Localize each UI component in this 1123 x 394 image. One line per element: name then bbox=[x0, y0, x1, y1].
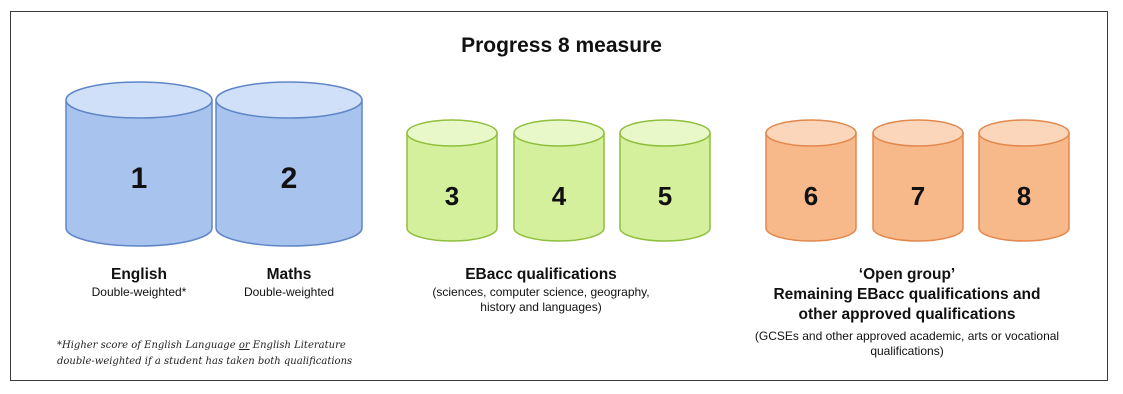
bucket-5-top bbox=[619, 119, 711, 147]
open-group-label: ‘Open group’ Remaining EBacc qualificati… bbox=[707, 265, 1107, 359]
ebacc-label: EBacc qualifications (sciences, computer… bbox=[397, 265, 685, 315]
bucket-1-body bbox=[65, 99, 213, 247]
ebacc-sub-line1: (sciences, computer science, geography, bbox=[432, 285, 650, 299]
bucket-4-number: 4 bbox=[552, 181, 567, 211]
bucket-7: 7 bbox=[872, 119, 964, 242]
footnote: *Higher score of English Language or Eng… bbox=[57, 338, 352, 370]
bucket-8-number: 8 bbox=[1017, 181, 1031, 211]
open-heading-line1: ‘Open group’ bbox=[858, 266, 956, 283]
bucket-2-body bbox=[215, 99, 363, 247]
bucket-6-body bbox=[765, 132, 857, 242]
bucket-7-body bbox=[872, 132, 964, 242]
bucket-5-number: 5 bbox=[658, 181, 672, 211]
maths-sub: Double-weighted bbox=[243, 285, 335, 299]
bucket-2: 2 bbox=[215, 81, 363, 247]
footnote-part1: *Higher score of English Language bbox=[57, 340, 239, 351]
bucket-8-body bbox=[978, 132, 1070, 242]
bucket-1-number: 1 bbox=[131, 162, 148, 195]
english-label: English Double-weighted* bbox=[66, 265, 212, 300]
footnote-line1: *Higher score of English Language or Eng… bbox=[57, 338, 352, 354]
english-sub: Double-weighted* bbox=[91, 285, 187, 299]
bucket-2-top bbox=[215, 81, 363, 119]
bucket-4-body bbox=[513, 132, 605, 242]
bucket-3-number: 3 bbox=[445, 181, 459, 211]
bucket-4-top bbox=[513, 119, 605, 147]
maths-label: Maths Double-weighted bbox=[216, 265, 362, 300]
bucket-3-top bbox=[406, 119, 498, 147]
bucket-1-top bbox=[65, 81, 213, 119]
english-heading: English bbox=[111, 266, 167, 283]
bucket-8-top bbox=[978, 119, 1070, 147]
bucket-7-number: 7 bbox=[911, 181, 925, 211]
bucket-3-body bbox=[406, 132, 498, 242]
bucket-6-number: 6 bbox=[804, 181, 818, 211]
footnote-line2: double-weighted if a student has taken b… bbox=[57, 356, 353, 367]
bucket-8: 8 bbox=[978, 119, 1070, 242]
ebacc-sub-line2: history and languages) bbox=[480, 300, 602, 314]
bucket-4: 4 bbox=[513, 119, 605, 242]
open-sub-line1: (GCSEs and other approved academic, arts… bbox=[754, 329, 1060, 343]
open-sub-line2: qualifications) bbox=[870, 344, 944, 358]
bucket-3: 3 bbox=[406, 119, 498, 242]
bucket-2-number: 2 bbox=[281, 162, 298, 195]
bucket-5: 5 bbox=[619, 119, 711, 242]
ebacc-heading: EBacc qualifications bbox=[465, 266, 617, 283]
maths-heading: Maths bbox=[266, 266, 312, 283]
open-heading-line2: Remaining EBacc qualifications and bbox=[773, 286, 1041, 303]
bucket-5-body bbox=[619, 132, 711, 242]
footnote-part2: English Literature bbox=[249, 340, 346, 351]
diagram-title: Progress 8 measure bbox=[461, 34, 662, 57]
bucket-7-top bbox=[872, 119, 964, 147]
footnote-or: or bbox=[238, 340, 250, 351]
bucket-6-top bbox=[765, 119, 857, 147]
bucket-1: 1 bbox=[65, 81, 213, 247]
open-heading-line3: other approved qualifications bbox=[798, 306, 1016, 323]
bucket-6: 6 bbox=[765, 119, 857, 242]
